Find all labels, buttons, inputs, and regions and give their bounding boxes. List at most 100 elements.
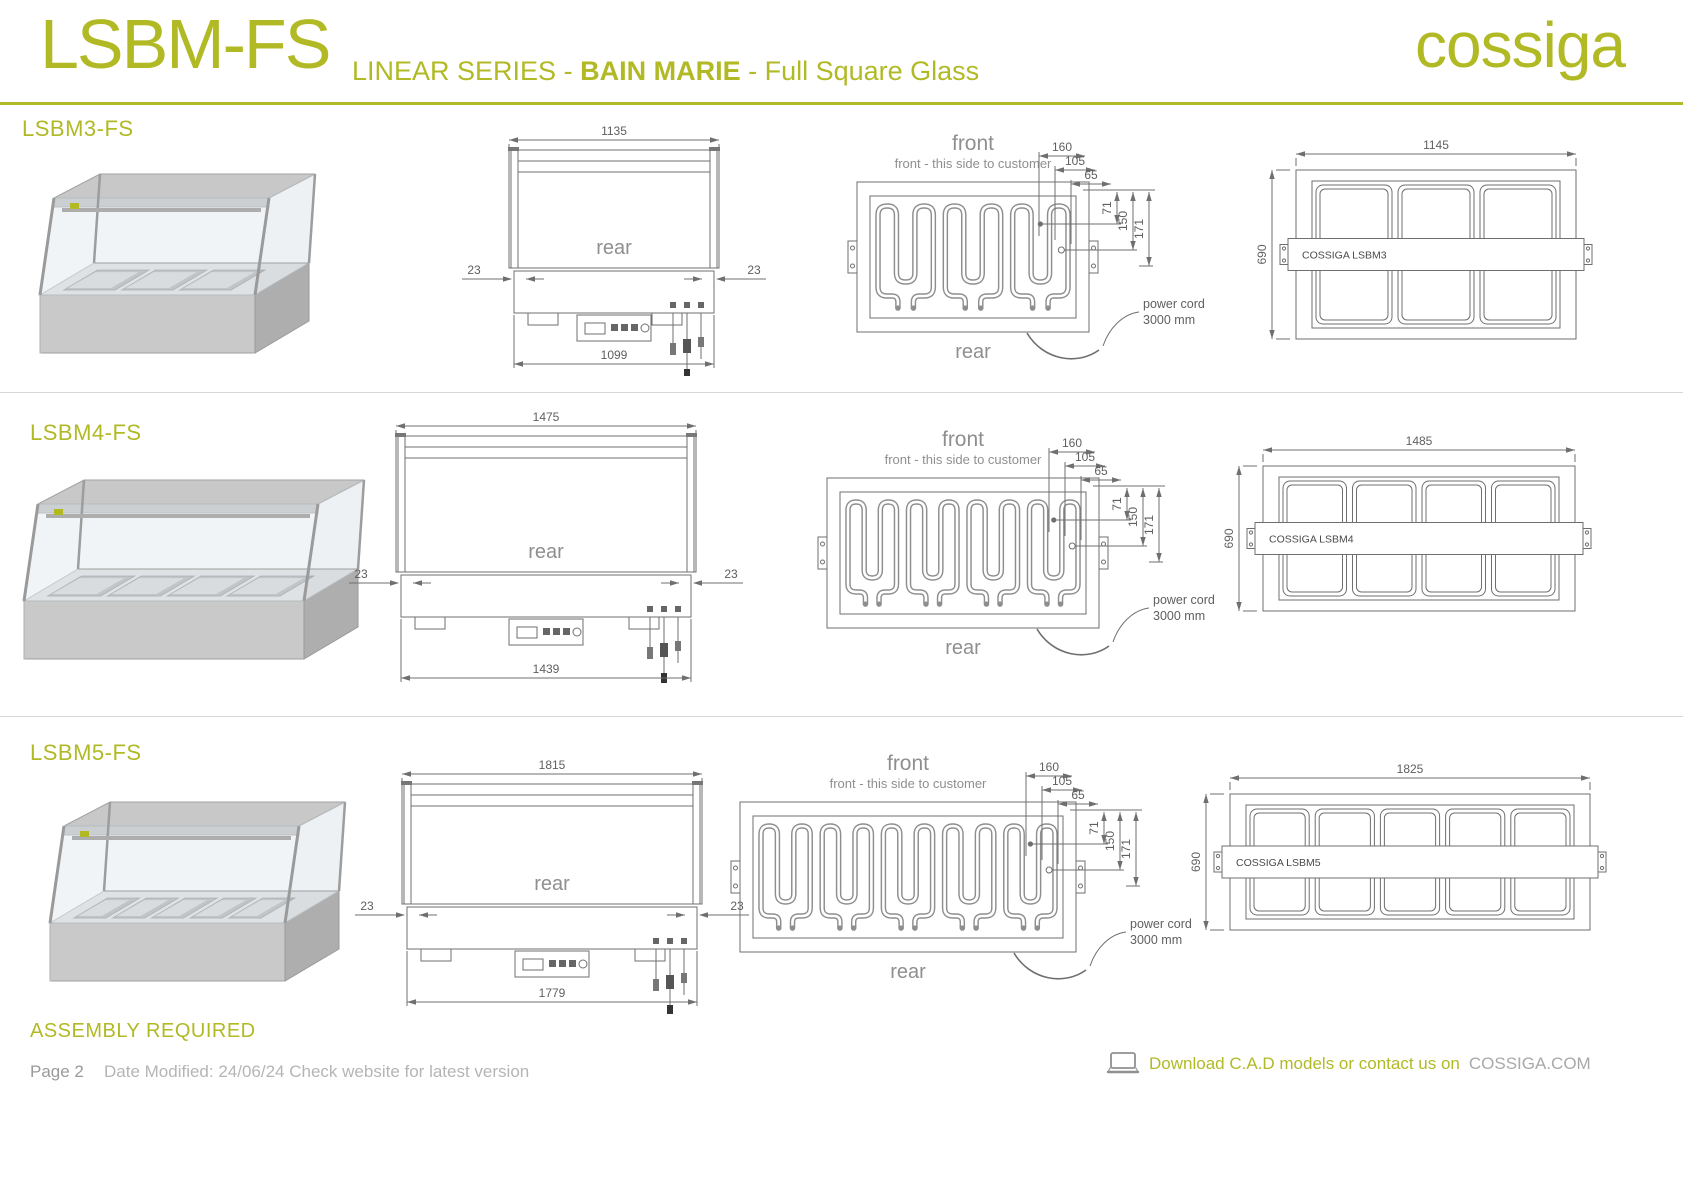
heating-rear-label: rear bbox=[890, 961, 926, 983]
lsbm4-plan-drawing: 1485 690 COSSIGA LSBM4 bbox=[1222, 434, 1592, 612]
lsbm4-elevation-cell: 1475 rear 23 23 1439 bbox=[330, 400, 750, 695]
lsbm5-elevation-drawing: 1815 rear 23 23 1779 bbox=[355, 758, 749, 1015]
heating-front-label: front bbox=[942, 428, 984, 451]
heating-dim-150: 150 bbox=[1126, 507, 1140, 527]
header-rule bbox=[0, 102, 1683, 105]
lsbm5-photo-cell bbox=[42, 768, 362, 1003]
power-cord-label: power cord bbox=[1130, 917, 1192, 931]
heating-dim-71: 71 bbox=[1087, 821, 1101, 835]
heating-dim-71: 71 bbox=[1100, 201, 1114, 215]
elevation-view-label: rear bbox=[528, 541, 564, 563]
power-cord-label: power cord bbox=[1143, 297, 1205, 311]
power-cord-length: 3000 mm bbox=[1130, 933, 1182, 947]
elev-top-width-dim: 1815 bbox=[539, 758, 566, 772]
elev-left-overhang-dim: 23 bbox=[467, 263, 481, 277]
lsbm4-photo-cell bbox=[16, 446, 381, 681]
heating-dim-105: 105 bbox=[1075, 450, 1095, 464]
heating-dim-160: 160 bbox=[1052, 140, 1072, 154]
lsbm3-product-photo bbox=[38, 173, 317, 354]
heating-dim-171: 171 bbox=[1132, 219, 1146, 239]
row-separator bbox=[0, 392, 1683, 393]
heating-rear-label: rear bbox=[955, 341, 991, 363]
heating-front-label: front bbox=[952, 132, 994, 155]
download-site: COSSIGA.COM bbox=[1468, 1054, 1591, 1073]
power-cord-label: power cord bbox=[1153, 593, 1215, 607]
elev-right-overhang-dim: 23 bbox=[730, 899, 744, 913]
page-subtitle: LINEAR SERIES - BAIN MARIE - Full Square… bbox=[352, 56, 979, 87]
heating-rear-label: rear bbox=[945, 637, 981, 659]
elev-bottom-width-dim: 1439 bbox=[533, 662, 560, 676]
heating-dim-171: 171 bbox=[1142, 515, 1156, 535]
power-cord-length: 3000 mm bbox=[1143, 313, 1195, 327]
plan-width-dim: 1145 bbox=[1423, 138, 1449, 152]
elev-left-overhang-dim: 23 bbox=[360, 899, 374, 913]
plan-depth-dim: 690 bbox=[1189, 852, 1203, 872]
elev-bottom-width-dim: 1779 bbox=[539, 986, 566, 1000]
heating-front-note: front - this side to customer bbox=[830, 776, 987, 791]
plan-depth-dim: 690 bbox=[1255, 244, 1269, 264]
elevation-view-label: rear bbox=[596, 237, 632, 259]
elev-bottom-width-dim: 1099 bbox=[601, 348, 628, 362]
plan-depth-dim: 690 bbox=[1222, 528, 1236, 548]
lsbm5-plan-cell: 1825 690 COSSIGA LSBM5 bbox=[1172, 758, 1612, 949]
heating-dim-171: 171 bbox=[1119, 839, 1133, 859]
heating-front-label: front bbox=[887, 752, 929, 775]
plan-model-banner: COSSIGA LSBM3 bbox=[1302, 250, 1387, 262]
heating-dim-71: 71 bbox=[1110, 497, 1124, 511]
assembly-required-note: ASSEMBLY REQUIRED bbox=[30, 1020, 256, 1042]
heating-dim-160: 160 bbox=[1039, 760, 1059, 774]
lsbm3-plan-cell: 1145 690 COSSIGA LSBM3 bbox=[1238, 134, 1658, 359]
row-separator bbox=[0, 716, 1683, 717]
plan-model-banner: COSSIGA LSBM4 bbox=[1269, 534, 1354, 546]
lsbm3-photo-cell bbox=[32, 140, 332, 375]
elev-right-overhang-dim: 23 bbox=[747, 263, 761, 277]
heating-dim-150: 150 bbox=[1116, 211, 1130, 231]
lsbm3-plan-drawing: 1145 690 COSSIGA LSBM3 bbox=[1255, 138, 1593, 340]
product-label-lsbm4: LSBM4-FS bbox=[30, 420, 142, 445]
heating-dim-65: 65 bbox=[1094, 464, 1108, 478]
plan-model-banner: COSSIGA LSBM5 bbox=[1236, 857, 1321, 869]
heating-dim-65: 65 bbox=[1071, 788, 1085, 802]
page-number: Page 2 bbox=[30, 1062, 84, 1081]
heating-dim-105: 105 bbox=[1052, 774, 1072, 788]
heating-dim-150: 150 bbox=[1103, 831, 1117, 851]
lsbm3-elevation-drawing: 1135 rear 23 23 1099 bbox=[462, 124, 766, 379]
download-text: Download C.A.D models or contact us on bbox=[1149, 1054, 1460, 1073]
date-modified: Date Modified: 24/06/24 Check website fo… bbox=[104, 1062, 530, 1081]
elevation-view-label: rear bbox=[534, 873, 570, 895]
lsbm4-product-photo bbox=[22, 479, 366, 660]
power-cord-length: 3000 mm bbox=[1153, 609, 1205, 623]
heating-dim-65: 65 bbox=[1084, 168, 1098, 182]
elev-top-width-dim: 1135 bbox=[601, 124, 627, 138]
heating-front-note: front - this side to customer bbox=[885, 452, 1042, 467]
page-title: LSBM-FS bbox=[40, 5, 331, 83]
plan-width-dim: 1485 bbox=[1406, 434, 1433, 448]
plan-width-dim: 1825 bbox=[1397, 762, 1424, 776]
product-label-lsbm5: LSBM5-FS bbox=[30, 740, 142, 765]
lsbm5-elevation-cell: 1815 rear 23 23 1779 bbox=[336, 748, 756, 1019]
elev-right-overhang-dim: 23 bbox=[724, 567, 738, 581]
subtitle-suffix: - Full Square Glass bbox=[740, 56, 980, 86]
cossiga-logo: cossiga bbox=[1415, 9, 1626, 81]
subtitle-bold: BAIN MARIE bbox=[580, 56, 741, 86]
heating-dim-160: 160 bbox=[1062, 436, 1082, 450]
laptop-icon bbox=[1106, 1052, 1140, 1074]
lsbm4-elevation-drawing: 1475 rear 23 23 1439 bbox=[349, 410, 743, 683]
subtitle-prefix: LINEAR SERIES - bbox=[352, 56, 581, 86]
download-link[interactable]: Download C.A.D models or contact us on C… bbox=[1106, 1051, 1591, 1077]
lsbm5-product-photo bbox=[48, 801, 347, 982]
lsbm5-plan-drawing: 1825 690 COSSIGA LSBM5 bbox=[1189, 762, 1607, 931]
elev-top-width-dim: 1475 bbox=[533, 410, 560, 424]
elev-left-overhang-dim: 23 bbox=[354, 567, 368, 581]
lsbm4-plan-cell: 1485 690 COSSIGA LSBM4 bbox=[1205, 430, 1635, 631]
lsbm3-elevation-cell: 1135 rear 23 23 1099 bbox=[398, 114, 818, 381]
heating-dim-105: 105 bbox=[1065, 154, 1085, 168]
product-label-lsbm3: LSBM3-FS bbox=[22, 116, 134, 141]
